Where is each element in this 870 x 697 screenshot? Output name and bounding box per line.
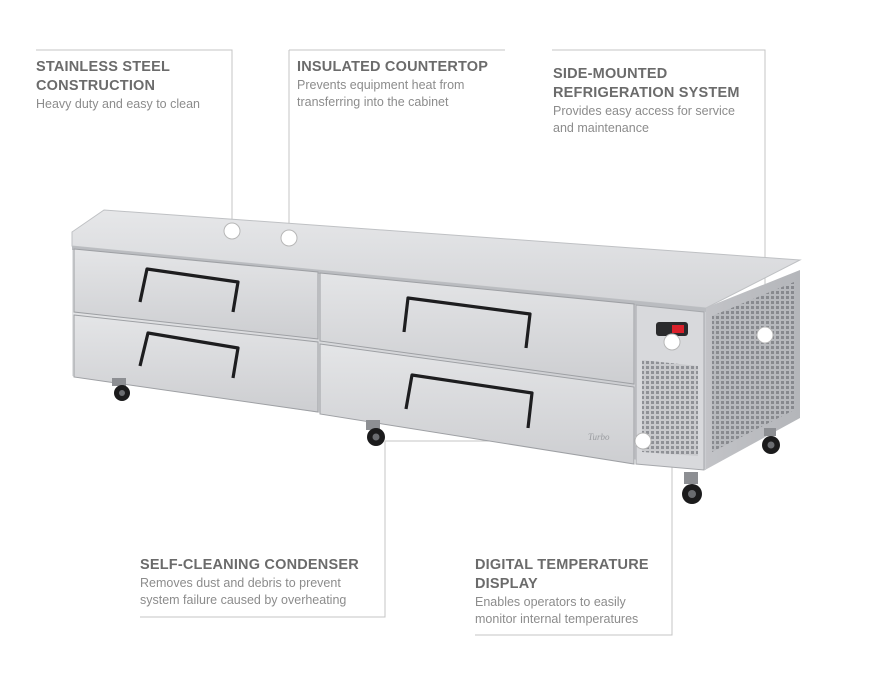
callout-title: SELF-CLEANING CONDENSER xyxy=(140,557,359,573)
countertop xyxy=(71,209,802,309)
drawer-handles xyxy=(138,267,534,429)
caster-icon xyxy=(112,378,780,504)
callout-description: Heavy duty and easy to clean xyxy=(36,97,200,111)
callout-stainless-steel: STAINLESS STEEL CONSTRUCTION Heavy duty … xyxy=(36,58,200,113)
callout-title: STAINLESS STEEL CONSTRUCTION xyxy=(36,59,171,94)
callout-description: Provides easy access for service and mai… xyxy=(553,104,736,135)
callout-self-cleaning-condenser: SELF-CLEANING CONDENSER Removes dust and… xyxy=(140,556,359,609)
callout-description: Removes dust and debris to prevent syste… xyxy=(140,576,347,607)
callout-digital-temperature-display: DIGITAL TEMPERATURE DISPLAY Enables oper… xyxy=(475,556,649,628)
callout-refrigeration-system: SIDE-MOUNTED REFRIGERATION SYSTEM Provid… xyxy=(553,65,740,137)
svg-text:Turbo: Turbo xyxy=(588,432,610,442)
callout-title: INSULATED COUNTERTOP xyxy=(297,59,489,75)
callout-dot-icon xyxy=(223,222,774,450)
callout-insulated-countertop: INSULATED COUNTERTOP Prevents equipment … xyxy=(297,58,488,111)
callout-description: Prevents equipment heat from transferrin… xyxy=(297,78,465,109)
callout-description: Enables operators to easily monitor inte… xyxy=(475,595,639,626)
callout-title: DIGITAL TEMPERATURE DISPLAY xyxy=(475,557,649,592)
callout-title: SIDE-MOUNTED REFRIGERATION SYSTEM xyxy=(553,66,740,101)
